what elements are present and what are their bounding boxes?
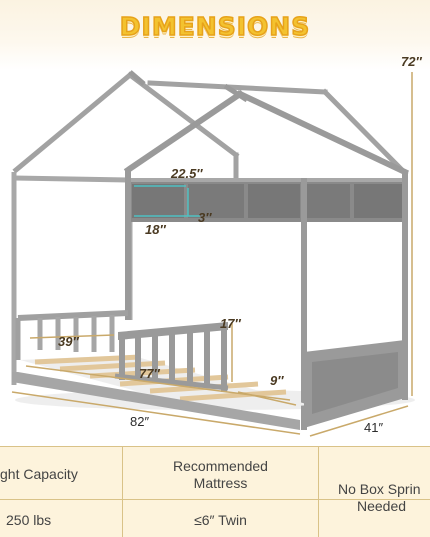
- dim-rail-gap: 9″: [270, 373, 284, 388]
- dim-overall-length: 82″: [130, 414, 150, 429]
- box-spring-line2: Needed: [357, 498, 407, 514]
- house-bed-illustration: [11, 70, 415, 437]
- dim-mattress-length: 77″: [139, 366, 160, 381]
- shelf-box: [128, 178, 406, 222]
- back-posts: [11, 172, 133, 385]
- mattress-label-line2: Mattress: [193, 475, 248, 491]
- table-top-border: [0, 446, 430, 447]
- side-rail: [12, 372, 300, 430]
- dimension-lines: [11, 72, 413, 437]
- front-roof: [123, 89, 409, 176]
- side-top-rail: [13, 175, 131, 183]
- dim-shelf-depth: 3″: [198, 210, 212, 225]
- table-col-divider: [122, 446, 123, 537]
- roof-tips: [128, 70, 249, 103]
- table-row-divider: [0, 499, 430, 500]
- side-guard-rail: [114, 322, 229, 392]
- dim-inner-length: 39″: [58, 334, 79, 349]
- shelf-dimension-lines: [134, 185, 200, 217]
- weight-capacity-value: 250 lbs: [6, 512, 52, 528]
- title-band: [0, 0, 430, 70]
- mattress-value: ≤6″ Twin: [194, 512, 247, 528]
- dim-rail-height: 17″: [220, 316, 241, 331]
- page-title: DIMENSIONS: [119, 11, 311, 42]
- footboard: [304, 340, 405, 428]
- box-spring-line1: No Box Sprin: [338, 481, 421, 497]
- specs-table: ght Capacity 250 lbs Recommended Mattres…: [0, 446, 430, 537]
- table-col-divider: [318, 446, 319, 537]
- back-roof: [12, 71, 409, 183]
- dim-overall-width: 41″: [364, 420, 384, 435]
- weight-capacity-label: ght Capacity: [0, 466, 78, 482]
- headboard-rail: [15, 310, 129, 360]
- dim-shelf-width: 22.5″: [171, 166, 203, 181]
- mattress-label-line1: Recommended: [173, 458, 268, 474]
- dim-total-height: 72″: [401, 54, 422, 69]
- dim-shelf-height: 18″: [145, 222, 166, 237]
